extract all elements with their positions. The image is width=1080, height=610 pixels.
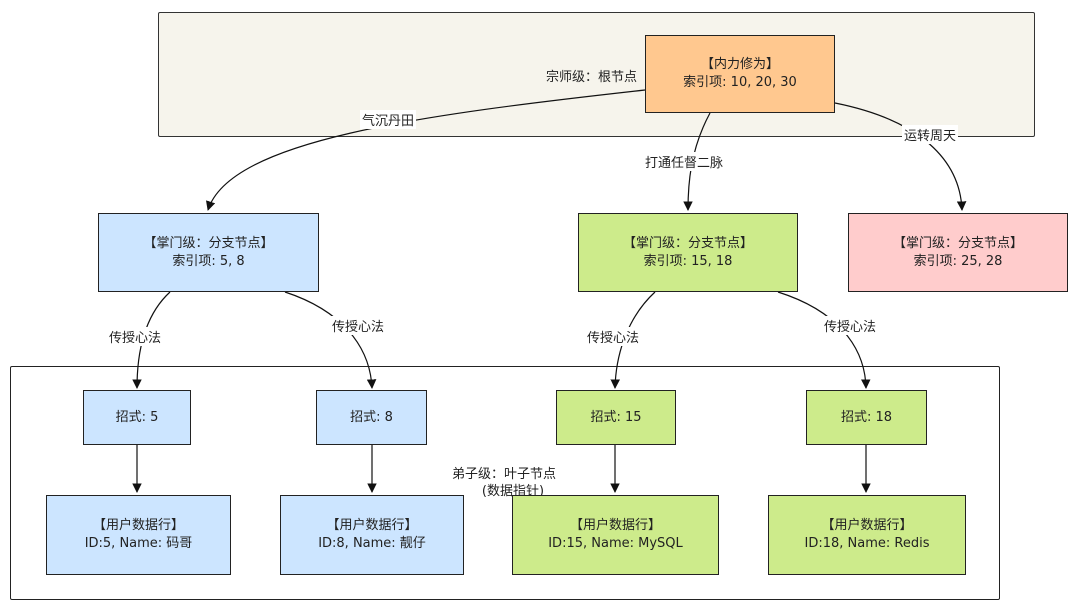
row-node-4-title: 【用户数据行】 <box>821 518 913 533</box>
branch-node-2[interactable]: 【掌门级：分支节点】 索引项: 15, 18 <box>578 213 798 292</box>
edge-label-branch-3: 传授心法 <box>585 327 642 346</box>
branch-node-3-title: 【掌门级：分支节点】 <box>892 235 1023 251</box>
row-node-3-detail: ID:15, Name: MySQL <box>548 536 683 551</box>
row-node-4[interactable]: 【用户数据行】 ID:18, Name: Redis <box>768 495 966 575</box>
edge-branch-2-to-move-4 <box>777 291 871 389</box>
row-node-1-title: 【用户数据行】 <box>92 518 184 533</box>
leaf-band-label-line1: 弟子级：叶子节点 <box>452 467 557 482</box>
move-node-1-label: 招式: 5 <box>115 409 159 425</box>
branch-node-2-index: 索引项: 15, 18 <box>643 253 733 269</box>
row-node-2[interactable]: 【用户数据行】 ID:8, Name: 靓仔 <box>280 495 464 575</box>
edge-root-to-branch-3 <box>834 102 967 211</box>
move-node-3[interactable]: 招式: 15 <box>556 390 676 445</box>
root-node[interactable]: 【内力修为】 索引项: 10, 20, 30 <box>645 35 835 113</box>
row-node-3-title: 【用户数据行】 <box>569 518 661 533</box>
row-node-4-detail: ID:18, Name: Redis <box>804 536 930 551</box>
branch-node-1-index: 索引项: 5, 8 <box>172 253 245 269</box>
branch-node-3[interactable]: 【掌门级：分支节点】 索引项: 25, 28 <box>848 213 1068 292</box>
root-level-band <box>158 12 1035 137</box>
row-node-2-title: 【用户数据行】 <box>326 518 418 533</box>
edge-label-root-1: 气沉丹田 <box>360 110 417 129</box>
branch-node-1[interactable]: 【掌门级：分支节点】 索引项: 5, 8 <box>98 213 319 292</box>
edge-root-to-branch-1 <box>206 89 646 211</box>
root-node-index: 索引项: 10, 20, 30 <box>683 75 797 90</box>
edge-label-root-2: 打通任督二脉 <box>643 152 726 171</box>
row-node-2-detail: ID:8, Name: 靓仔 <box>318 536 426 551</box>
edge-branch-1-to-move-2 <box>284 291 377 389</box>
root-band-label: 宗师级：根节点 <box>546 70 638 85</box>
row-node-1-detail: ID:5, Name: 码哥 <box>84 536 193 551</box>
edge-label-branch-2: 传授心法 <box>330 316 387 335</box>
branch-node-2-title: 【掌门级：分支节点】 <box>622 235 753 251</box>
edge-label-branch-4: 传授心法 <box>822 316 879 335</box>
move-node-1[interactable]: 招式: 5 <box>83 390 191 445</box>
move-node-4-label: 招式: 18 <box>840 409 893 425</box>
move-node-3-label: 招式: 15 <box>590 409 642 425</box>
root-node-title: 【内力修为】 <box>700 57 779 72</box>
move-node-2-label: 招式: 8 <box>350 409 393 425</box>
move-node-2[interactable]: 招式: 8 <box>316 390 427 445</box>
move-node-4[interactable]: 招式: 18 <box>806 390 927 445</box>
row-node-1[interactable]: 【用户数据行】 ID:5, Name: 码哥 <box>46 495 231 575</box>
edge-label-root-3: 运转周天 <box>902 125 959 144</box>
edge-label-branch-1: 传授心法 <box>107 327 164 346</box>
branch-node-1-title: 【掌门级：分支节点】 <box>143 235 274 251</box>
row-node-3[interactable]: 【用户数据行】 ID:15, Name: MySQL <box>512 495 719 575</box>
branch-node-3-index: 索引项: 25, 28 <box>913 253 1003 269</box>
